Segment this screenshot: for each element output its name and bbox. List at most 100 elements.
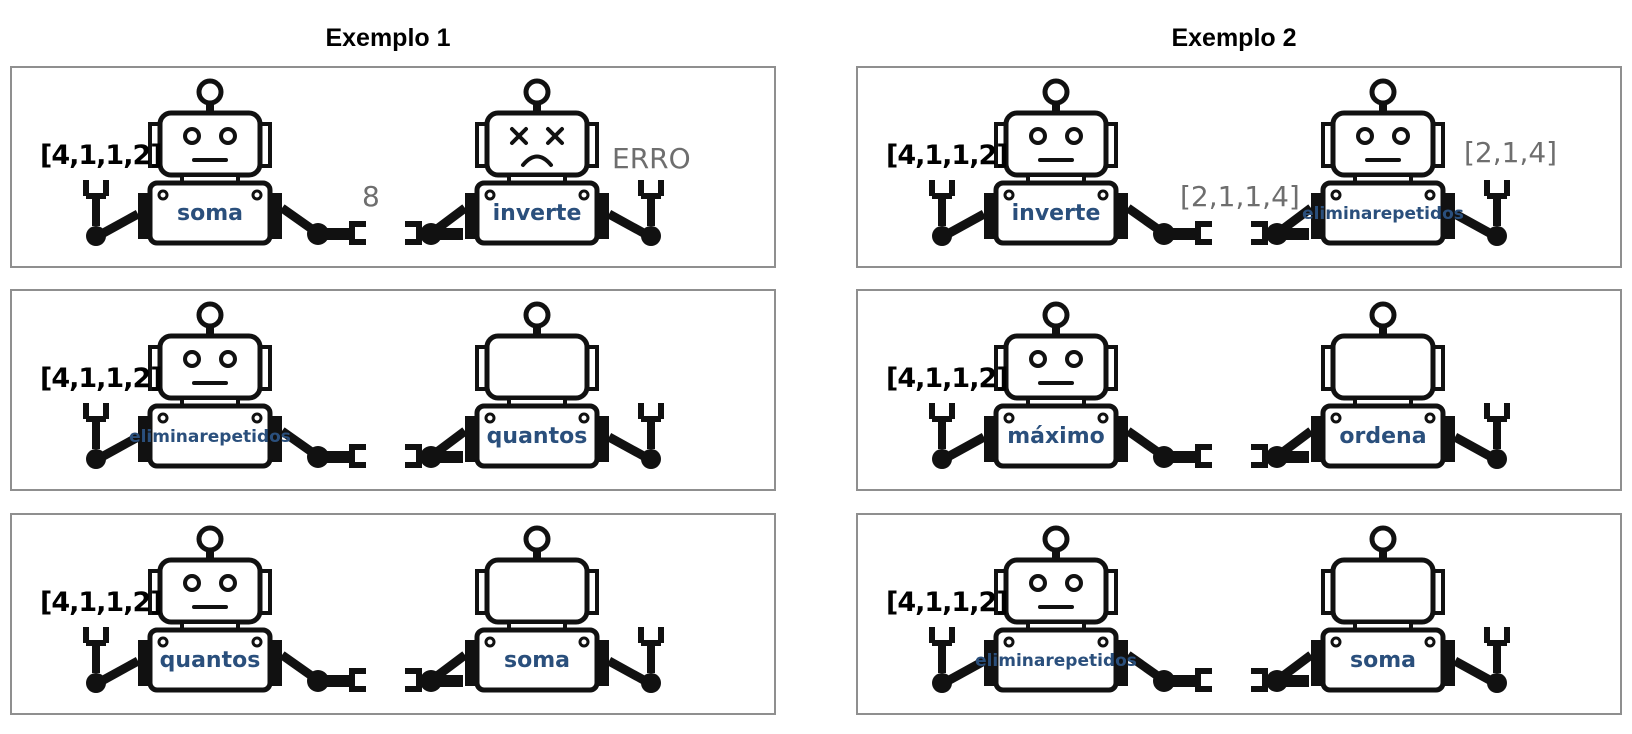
robot-body	[1320, 627, 1446, 693]
robots-illustration	[929, 78, 1510, 246]
robot-head	[1330, 557, 1436, 625]
robot-1	[83, 525, 366, 693]
input-list-label: [4,1,1,2]	[40, 587, 163, 618]
claw-icon	[83, 180, 109, 199]
input-list-label: [4,1,1,2]	[40, 140, 163, 171]
claw-icon	[638, 180, 664, 199]
antenna-icon	[1369, 78, 1397, 106]
robot-head	[1003, 557, 1109, 625]
antenna-icon	[1042, 301, 1070, 329]
robot-body	[147, 627, 273, 693]
robot-1	[83, 78, 366, 246]
claw-icon	[83, 403, 109, 422]
robot-body	[474, 180, 600, 246]
robot-head	[1003, 110, 1109, 178]
robot-body	[474, 403, 600, 469]
claw-icon	[349, 668, 366, 692]
claw-icon	[929, 627, 955, 646]
robot-body	[993, 180, 1119, 246]
claw-icon	[349, 444, 366, 468]
robot-head	[1330, 110, 1436, 178]
input-list-label: [4,1,1,2]	[886, 140, 1009, 171]
column-title: Exemplo 2	[1171, 24, 1297, 52]
robot-2	[405, 78, 664, 246]
antenna-icon	[523, 78, 551, 106]
robot-2-label: inverte	[492, 200, 582, 226]
robot-head	[1330, 333, 1436, 401]
robot-body	[993, 627, 1119, 693]
claw-icon	[1484, 180, 1510, 199]
column-title: Exemplo 1	[325, 24, 451, 52]
claw-icon	[638, 627, 664, 646]
robot-body	[147, 403, 273, 469]
robot-1	[929, 525, 1212, 693]
robot-2-label: ordena	[1339, 423, 1427, 449]
antenna-icon	[523, 301, 551, 329]
robot-1-label: máximo	[1007, 423, 1105, 449]
robot-head	[484, 110, 590, 178]
example-panel: [4,1,1,2] máximo ordena	[856, 289, 1622, 491]
antenna-icon	[196, 301, 224, 329]
robots-illustration	[83, 301, 664, 469]
robots-illustration	[83, 78, 664, 246]
claw-icon	[638, 403, 664, 422]
robot-1	[929, 301, 1212, 469]
claw-icon	[405, 221, 422, 245]
input-list-label: [4,1,1,2]	[886, 363, 1009, 394]
claw-icon	[1251, 668, 1268, 692]
robot-body	[147, 180, 273, 246]
claw-icon	[405, 668, 422, 692]
robot-1-label: quantos	[159, 647, 261, 673]
robot-2-label: quantos	[486, 423, 588, 449]
output-value: ERRO	[612, 142, 691, 175]
robot-1-label: inverte	[1011, 200, 1101, 226]
antenna-icon	[1042, 78, 1070, 106]
example-panel: [4,1,1,2] quantos soma	[10, 513, 776, 715]
robot-2	[405, 525, 664, 693]
claw-icon	[1251, 444, 1268, 468]
claw-icon	[1195, 444, 1212, 468]
claw-icon	[405, 444, 422, 468]
robot-2-label: soma	[504, 647, 570, 673]
robot-2	[1251, 78, 1510, 246]
robot-1-label: soma	[177, 200, 243, 226]
intermediate-value: [2,1,1,4]	[1180, 180, 1300, 213]
robot-2	[1251, 301, 1510, 469]
antenna-icon	[1042, 525, 1070, 553]
claw-icon	[929, 180, 955, 199]
claw-icon	[1484, 627, 1510, 646]
claw-icon	[929, 403, 955, 422]
intermediate-value: 8	[362, 180, 380, 213]
robots-illustration	[83, 525, 664, 693]
robot-body	[993, 403, 1119, 469]
robot-1	[929, 78, 1212, 246]
antenna-icon	[196, 525, 224, 553]
antenna-icon	[1369, 301, 1397, 329]
claw-icon	[1484, 403, 1510, 422]
input-list-label: [4,1,1,2]	[40, 363, 163, 394]
robot-head	[484, 333, 590, 401]
claw-icon	[1195, 668, 1212, 692]
robot-1	[83, 301, 366, 469]
robot-2	[1251, 525, 1510, 693]
input-list-label: [4,1,1,2]	[886, 587, 1009, 618]
antenna-icon	[523, 525, 551, 553]
robot-2	[405, 301, 664, 469]
claw-icon	[1195, 221, 1212, 245]
robots-illustration	[929, 301, 1510, 469]
robot-head	[1003, 333, 1109, 401]
antenna-icon	[1369, 525, 1397, 553]
robot-head	[157, 557, 263, 625]
claw-icon	[349, 221, 366, 245]
robot-head	[484, 557, 590, 625]
robot-2-label: soma	[1350, 647, 1416, 673]
robot-head	[157, 333, 263, 401]
output-value: [2,1,4]	[1464, 136, 1558, 169]
robot-body	[474, 627, 600, 693]
